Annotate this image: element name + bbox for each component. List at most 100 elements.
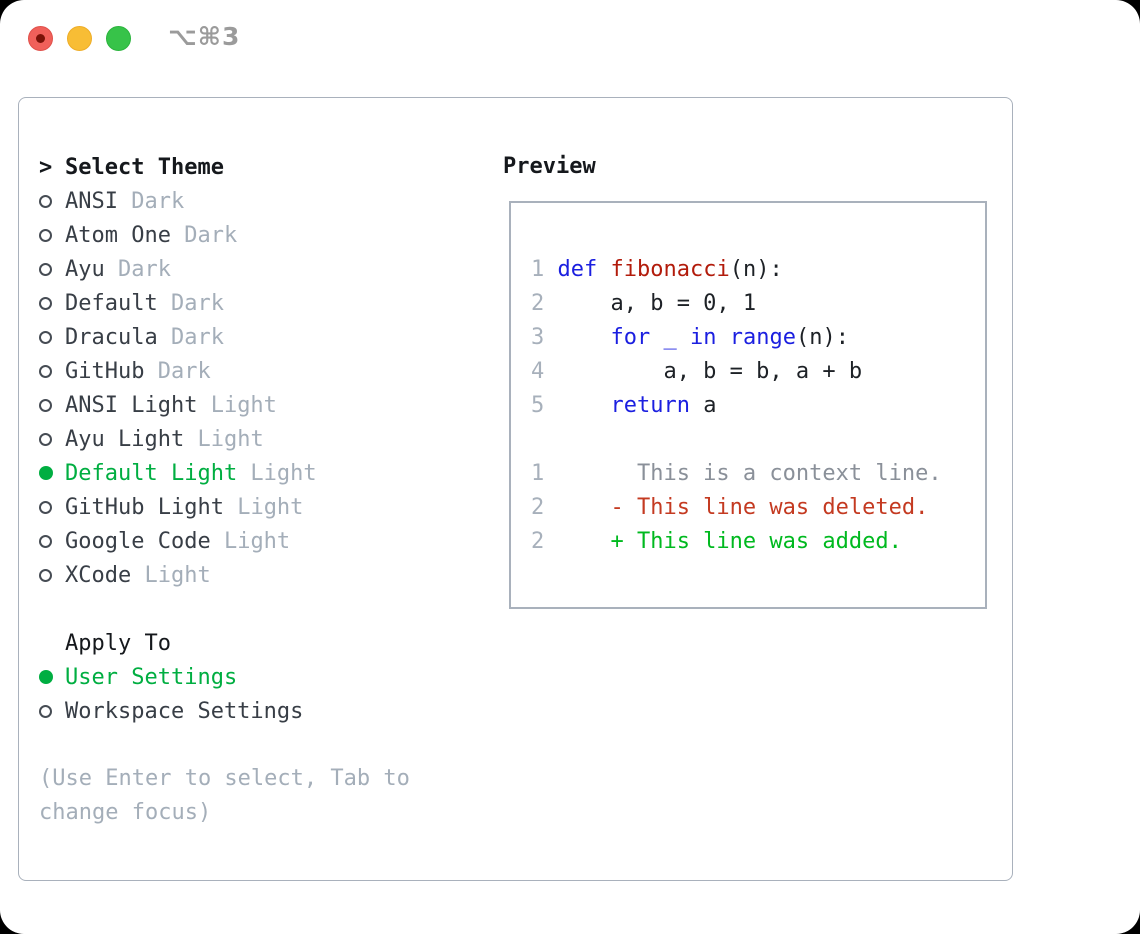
line-text: + This line was added. bbox=[557, 528, 902, 554]
radio-icon bbox=[39, 398, 65, 412]
theme-variant-badge: Light bbox=[237, 460, 317, 486]
preview-title: Preview bbox=[503, 154, 596, 179]
theme-option-google-code-light[interactable]: Google Code Light bbox=[39, 524, 449, 558]
diff-line: 2 + This line was added. bbox=[531, 524, 985, 558]
radio-circle bbox=[39, 330, 52, 344]
radio-circle bbox=[39, 262, 52, 276]
theme-name: Google Code bbox=[65, 528, 211, 554]
theme-variant-badge: Dark bbox=[157, 290, 224, 316]
radio-icon bbox=[39, 296, 65, 310]
theme-name: ANSI bbox=[65, 188, 118, 214]
theme-variant-badge: Dark bbox=[157, 324, 224, 350]
apply-to-header: Apply To bbox=[65, 630, 171, 656]
theme-variant-badge: Light bbox=[210, 528, 291, 554]
radio-circle bbox=[39, 432, 52, 446]
radio-circle bbox=[39, 534, 52, 548]
code-line: 5 return a bbox=[531, 388, 985, 422]
theme-variant-badge: Light bbox=[184, 426, 264, 452]
line-number: 2 bbox=[531, 290, 545, 316]
theme-option-atom-one-dark[interactable]: Atom One Dark bbox=[39, 218, 449, 252]
radio-circle bbox=[39, 364, 52, 378]
radio-icon bbox=[39, 228, 65, 242]
theme-variant-badge: Light bbox=[131, 562, 211, 588]
code-line: 4 a, b = b, a + b bbox=[531, 354, 985, 388]
theme-option-github-dark[interactable]: GitHub Dark bbox=[39, 354, 449, 388]
radio-circle bbox=[39, 500, 52, 514]
theme-name: Default bbox=[65, 290, 158, 316]
theme-name: XCode bbox=[65, 562, 132, 588]
radio-circle bbox=[39, 670, 53, 684]
theme-name: Dracula bbox=[65, 324, 158, 350]
radio-icon bbox=[39, 194, 65, 208]
theme-option-github-light-light[interactable]: GitHub Light Light bbox=[39, 490, 449, 524]
line-text: def fibonacci(n): bbox=[557, 256, 783, 282]
line-text: a, b = 0, 1 bbox=[557, 290, 757, 316]
theme-variant-badge: Light bbox=[197, 392, 277, 418]
line-text: - This line was deleted. bbox=[557, 494, 929, 520]
theme-name: Atom One bbox=[65, 222, 171, 248]
diff-line: 2 - This line was deleted. bbox=[531, 490, 985, 524]
zoom-button[interactable] bbox=[106, 26, 131, 51]
radio-circle bbox=[39, 194, 52, 208]
theme-option-ayu-light-light[interactable]: Ayu Light Light bbox=[39, 422, 449, 456]
radio-circle bbox=[39, 296, 52, 310]
radio-icon bbox=[39, 262, 65, 276]
line-text: for _ in range(n): bbox=[610, 324, 849, 350]
theme-variant-badge: Dark bbox=[117, 188, 185, 214]
line-text: return a bbox=[610, 392, 717, 418]
radio-selected-icon bbox=[39, 466, 65, 480]
line-text: a, b = b, a + b bbox=[557, 358, 863, 384]
minimize-button[interactable] bbox=[67, 26, 92, 51]
radio-selected-icon bbox=[39, 670, 65, 684]
theme-name: Ayu bbox=[65, 256, 105, 282]
spacer bbox=[531, 422, 985, 456]
theme-variant-badge: Dark bbox=[170, 222, 238, 248]
apply-option-label: Workspace Settings bbox=[65, 698, 304, 724]
radio-icon bbox=[39, 500, 65, 514]
theme-option-xcode-light[interactable]: XCode Light bbox=[39, 558, 449, 592]
theme-option-ansi-dark[interactable]: ANSI Dark bbox=[39, 184, 449, 218]
line-number: 5 bbox=[531, 392, 545, 418]
theme-variant-badge: Light bbox=[223, 494, 304, 520]
diff-sample: 1 This is a context line.2 - This line w… bbox=[531, 456, 985, 558]
line-number: 4 bbox=[531, 358, 545, 384]
theme-name: GitHub bbox=[65, 358, 145, 384]
theme-option-default-light-light[interactable]: Default Light Light bbox=[39, 456, 449, 490]
radio-circle bbox=[39, 466, 53, 480]
radio-circle bbox=[39, 568, 52, 582]
line-number: 3 bbox=[531, 324, 545, 350]
theme-option-ansi-light-light[interactable]: ANSI Light Light bbox=[39, 388, 449, 422]
code-line: 3 for _ in range(n): bbox=[531, 320, 985, 354]
theme-variant-badge: Dark bbox=[144, 358, 211, 384]
radio-icon bbox=[39, 364, 65, 378]
code-line: 2 a, b = 0, 1 bbox=[531, 286, 985, 320]
radio-icon bbox=[39, 432, 65, 446]
keyboard-hint: (Use Enter to select, Tab to change focu… bbox=[39, 766, 410, 825]
radio-icon bbox=[39, 330, 65, 344]
spacer bbox=[39, 592, 449, 626]
radio-circle bbox=[39, 704, 52, 718]
theme-option-dracula-dark[interactable]: Dracula Dark bbox=[39, 320, 449, 354]
theme-option-default-dark[interactable]: Default Dark bbox=[39, 286, 449, 320]
radio-icon bbox=[39, 704, 65, 718]
theme-name: Ayu Light bbox=[65, 426, 185, 452]
apply-option-workspace-settings[interactable]: Workspace Settings bbox=[39, 694, 449, 728]
select-theme-header: > Select Theme bbox=[39, 150, 449, 184]
radio-circle bbox=[39, 398, 52, 412]
close-button[interactable] bbox=[28, 26, 53, 51]
line-text: This is a context line. bbox=[557, 460, 942, 486]
selection-cursor: > bbox=[39, 154, 53, 180]
theme-name: ANSI Light bbox=[65, 392, 198, 418]
theme-option-ayu-dark[interactable]: Ayu Dark bbox=[39, 252, 449, 286]
select-theme-title: Select Theme bbox=[65, 154, 224, 180]
apply-option-user-settings[interactable]: User Settings bbox=[39, 660, 449, 694]
window-shortcut-label: ⌥⌘3 bbox=[168, 22, 241, 51]
